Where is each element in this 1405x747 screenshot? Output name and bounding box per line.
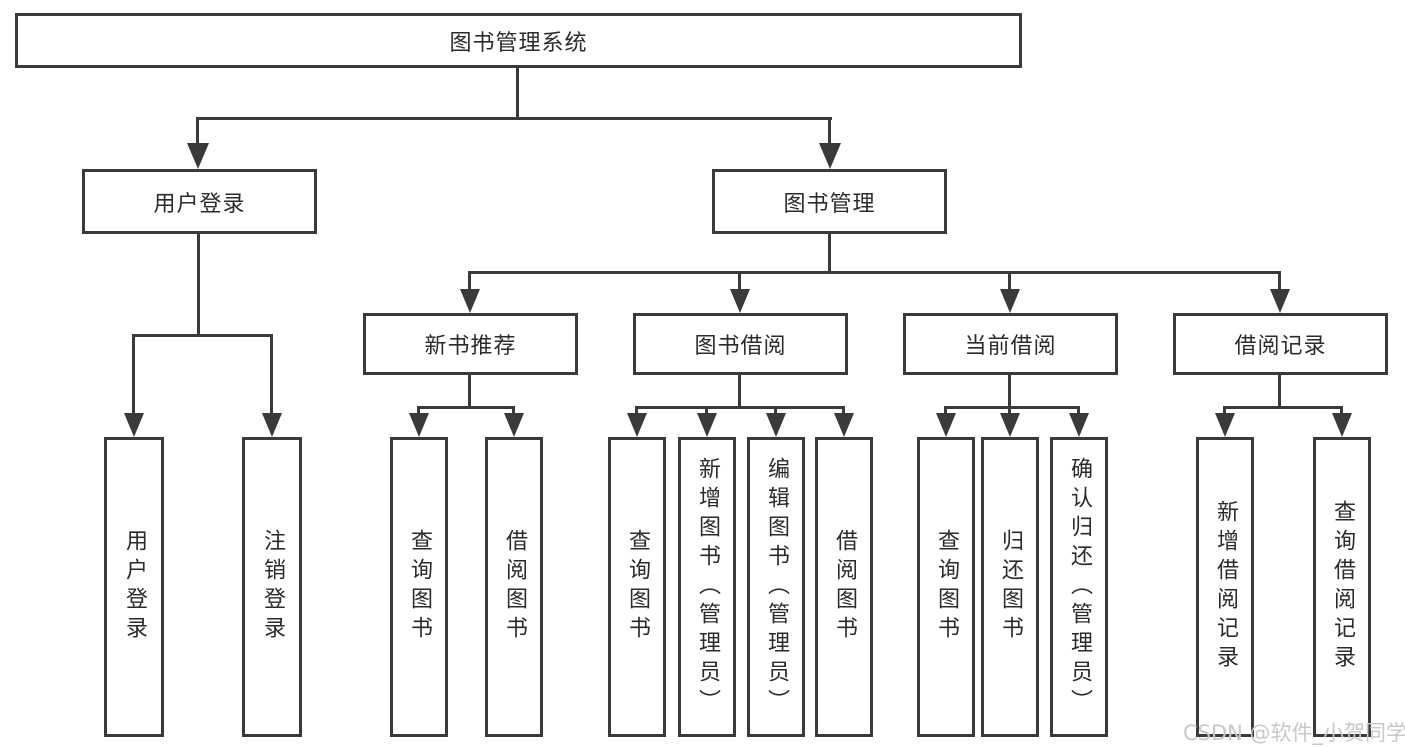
arrow-down-icon <box>766 413 786 437</box>
connector-line <box>738 375 741 408</box>
node-label: 新书推荐 <box>424 334 517 359</box>
connector-line <box>1278 375 1281 408</box>
leaf-query-borrow-record: 查询借阅记录 <box>1313 437 1371 737</box>
connector-line <box>468 375 471 408</box>
arrow-down-icon <box>1000 289 1020 313</box>
node-label: 注销登录 <box>260 529 285 645</box>
connector-line <box>197 234 200 337</box>
leaf-borrow-books-borrowing: 借阅图书 <box>815 437 873 737</box>
leaf-add-borrow-record: 新增借阅记录 <box>1196 437 1254 737</box>
connector-line <box>516 68 519 119</box>
node-book-management: 图书管理 <box>712 169 947 234</box>
node-label: 归还图书 <box>998 529 1023 645</box>
node-label: 借阅图书 <box>832 529 857 645</box>
connector-line <box>774 406 777 416</box>
leaf-query-books-borrowing: 查询图书 <box>608 437 666 737</box>
connector-line <box>944 406 1080 409</box>
node-book-borrowing: 图书借阅 <box>633 313 848 375</box>
connector-line <box>738 271 741 293</box>
connector-line <box>828 234 831 274</box>
connector-line <box>635 406 638 416</box>
connector-line <box>512 406 515 416</box>
leaf-return-books: 归还图书 <box>981 437 1039 737</box>
connector-line <box>417 406 420 416</box>
arrow-down-icon <box>1270 289 1290 313</box>
leaf-edit-book-admin: 编辑图书（管理员） <box>747 437 805 737</box>
node-label: 新增借阅记录 <box>1213 500 1238 674</box>
connector-line <box>468 271 471 293</box>
arrow-down-icon <box>409 413 429 437</box>
node-label: 新增图书（管理员） <box>695 456 720 718</box>
arrow-down-icon <box>1215 413 1235 437</box>
node-label: 借阅记录 <box>1234 334 1327 359</box>
connector-line <box>705 406 708 416</box>
arrow-down-icon <box>262 413 282 437</box>
arrow-down-icon <box>697 413 717 437</box>
arrow-down-icon <box>124 413 144 437</box>
connector-line <box>1008 406 1011 416</box>
connector-line <box>132 334 273 337</box>
connector-line <box>1223 406 1226 416</box>
connector-line <box>1340 406 1343 416</box>
connector-line <box>1008 375 1011 408</box>
leaf-borrow-books-recommend: 借阅图书 <box>485 437 543 737</box>
connector-line <box>1278 271 1281 293</box>
node-new-book-recommend: 新书推荐 <box>363 313 578 375</box>
connector-line <box>417 406 515 409</box>
watermark: CSDN @软件_小贺同学 <box>1183 721 1405 745</box>
node-label: 图书管理 <box>783 191 876 217</box>
node-label: 确认归还（管理员） <box>1067 456 1092 718</box>
node-label: 图书借阅 <box>694 334 787 359</box>
arrow-down-icon <box>936 413 956 437</box>
connector-line <box>635 406 845 409</box>
leaf-query-books-current: 查询图书 <box>917 437 975 737</box>
arrow-down-icon <box>627 413 647 437</box>
connector-line <box>270 334 273 416</box>
connector-line <box>468 271 1281 274</box>
connector-line <box>196 117 832 120</box>
leaf-logout-login: 注销登录 <box>242 437 302 737</box>
connector-line <box>842 406 845 416</box>
arrow-down-icon <box>819 143 841 169</box>
node-user-login: 用户登录 <box>82 169 317 234</box>
leaf-query-books-recommend: 查询图书 <box>390 437 448 737</box>
connector-line <box>1223 406 1343 409</box>
node-label: 当前借阅 <box>964 334 1057 359</box>
arrow-down-icon <box>460 289 480 313</box>
arrow-down-icon <box>834 413 854 437</box>
node-label: 查询图书 <box>407 529 432 645</box>
connector-line <box>196 117 199 146</box>
connector-line <box>828 117 831 146</box>
leaf-user-login: 用户登录 <box>104 437 164 737</box>
node-label: 查询借阅记录 <box>1330 500 1355 674</box>
node-label: 编辑图书（管理员） <box>764 456 789 718</box>
connector-line <box>944 406 947 416</box>
connector-line <box>1077 406 1080 416</box>
arrow-down-icon <box>1332 413 1352 437</box>
arrow-down-icon <box>1000 413 1020 437</box>
node-label: 查询图书 <box>934 529 959 645</box>
node-borrow-records: 借阅记录 <box>1173 313 1388 375</box>
arrow-down-icon <box>187 143 209 169</box>
node-current-borrowing: 当前借阅 <box>903 313 1118 375</box>
node-label: 借阅图书 <box>502 529 527 645</box>
node-system-root: 图书管理系统 <box>15 13 1022 68</box>
connector-line <box>1008 271 1011 293</box>
arrow-down-icon <box>504 413 524 437</box>
node-label: 用户登录 <box>122 529 147 645</box>
leaf-confirm-return-admin: 确认归还（管理员） <box>1050 437 1108 737</box>
node-label: 图书管理系统 <box>449 30 588 56</box>
leaf-add-book-admin: 新增图书（管理员） <box>678 437 736 737</box>
node-label: 用户登录 <box>153 191 246 217</box>
arrow-down-icon <box>1069 413 1089 437</box>
arrow-down-icon <box>730 289 750 313</box>
node-label: 查询图书 <box>625 529 650 645</box>
connector-line <box>132 334 135 416</box>
